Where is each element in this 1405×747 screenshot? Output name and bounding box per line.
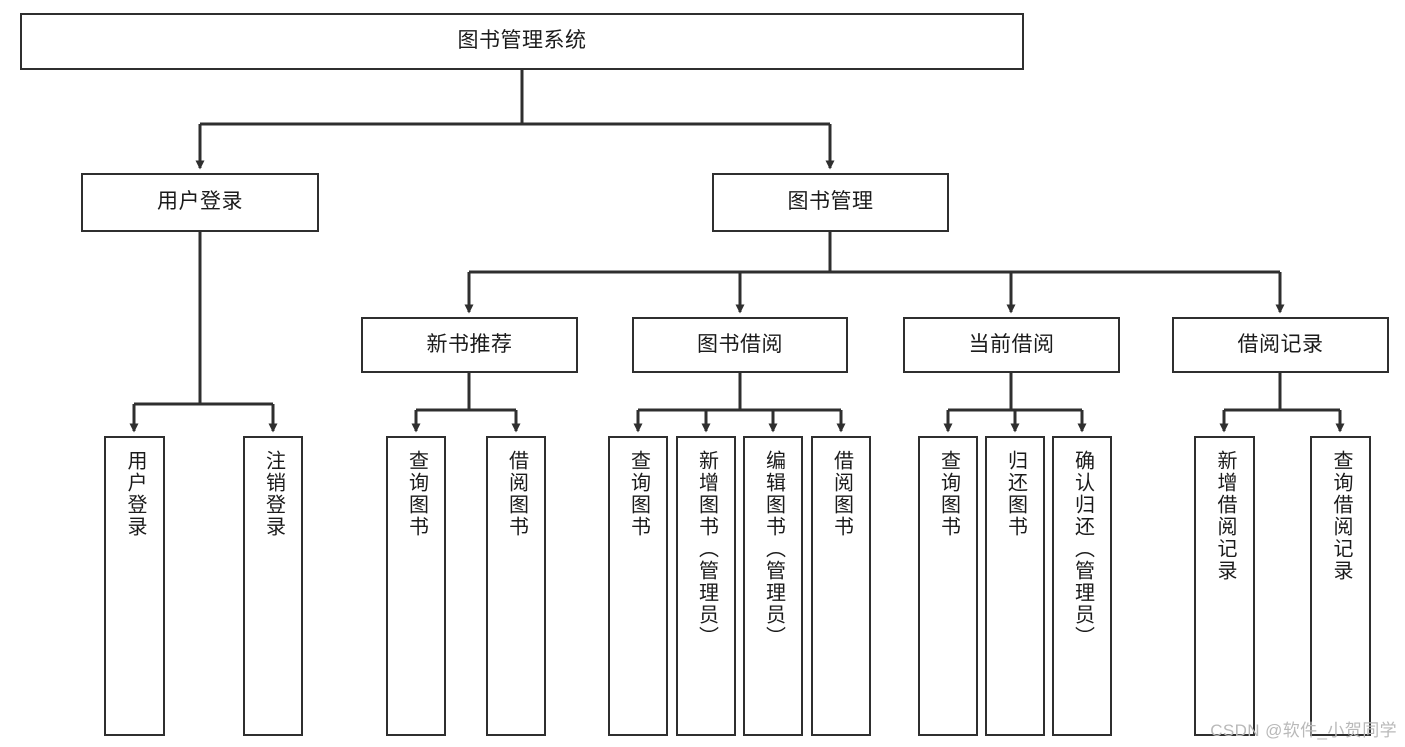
leaf-edit-book[interactable]: 编辑图书（管理员）	[743, 436, 803, 736]
leaf-add-book[interactable]: 新增图书（管理员）	[676, 436, 736, 736]
leaf-add-record-label: 新增借阅记录	[1214, 450, 1236, 582]
node-new-book-rec-label: 新书推荐	[426, 332, 513, 356]
node-borrow-record[interactable]: 借阅记录	[1172, 317, 1389, 373]
leaf-query-record-label: 查询借阅记录	[1330, 450, 1352, 582]
leaf-borrow-book-2-label: 借阅图书	[830, 450, 853, 538]
leaf-add-book-label: 新增图书（管理员）	[695, 450, 718, 648]
leaf-query-book-1-label: 查询图书	[405, 450, 428, 538]
leaf-user-login[interactable]: 用户登录	[104, 436, 165, 736]
leaf-return-book[interactable]: 归还图书	[985, 436, 1045, 736]
node-book-manage[interactable]: 图书管理	[712, 173, 949, 232]
leaf-return-book-label: 归还图书	[1004, 450, 1027, 538]
leaf-query-book-2[interactable]: 查询图书	[608, 436, 668, 736]
leaf-borrow-book-1[interactable]: 借阅图书	[486, 436, 546, 736]
leaf-confirm-return-label: 确认归还（管理员）	[1071, 450, 1094, 648]
csdn-watermark: CSDN @软件_小贺同学	[1210, 721, 1397, 740]
node-book-borrow[interactable]: 图书借阅	[632, 317, 848, 373]
leaf-query-book-3-label: 查询图书	[937, 450, 960, 538]
node-new-book-rec[interactable]: 新书推荐	[361, 317, 578, 373]
node-book-manage-label: 图书管理	[787, 190, 874, 214]
node-user-login[interactable]: 用户登录	[81, 173, 319, 232]
node-root[interactable]: 图书管理系统	[20, 13, 1024, 70]
leaf-edit-book-label: 编辑图书（管理员）	[762, 450, 785, 648]
leaf-user-logout-label: 注销登录	[262, 450, 285, 538]
leaf-borrow-book-2[interactable]: 借阅图书	[811, 436, 871, 736]
node-current-borrow[interactable]: 当前借阅	[903, 317, 1120, 373]
leaf-query-book-1[interactable]: 查询图书	[386, 436, 446, 736]
leaf-add-record[interactable]: 新增借阅记录	[1194, 436, 1255, 736]
leaf-user-logout[interactable]: 注销登录	[243, 436, 303, 736]
node-user-login-label: 用户登录	[157, 190, 243, 214]
leaf-borrow-book-1-label: 借阅图书	[505, 450, 528, 538]
node-root-label: 图书管理系统	[457, 29, 587, 53]
leaf-confirm-return[interactable]: 确认归还（管理员）	[1052, 436, 1112, 736]
node-current-borrow-label: 当前借阅	[968, 332, 1055, 356]
node-book-borrow-label: 图书借阅	[697, 332, 783, 356]
node-borrow-record-label: 借阅记录	[1237, 332, 1324, 356]
leaf-query-book-3[interactable]: 查询图书	[918, 436, 978, 736]
leaf-query-record[interactable]: 查询借阅记录	[1310, 436, 1371, 736]
leaf-user-login-label: 用户登录	[124, 450, 146, 538]
leaf-query-book-2-label: 查询图书	[627, 450, 650, 538]
